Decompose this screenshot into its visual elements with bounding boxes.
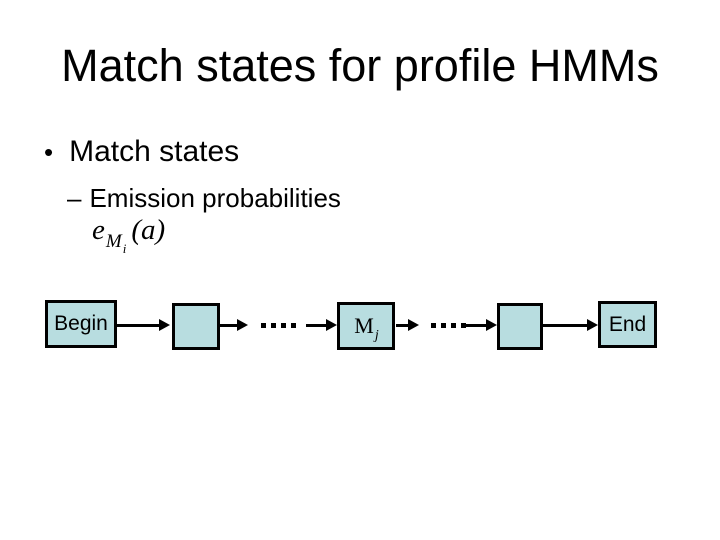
dot bbox=[291, 323, 296, 328]
arrow-state1-to-ellipsis bbox=[220, 319, 248, 331]
dot bbox=[431, 323, 436, 328]
arrow-ellipsis-to-state2 bbox=[466, 319, 497, 331]
ellipsis-dots bbox=[431, 323, 466, 328]
dot bbox=[261, 323, 266, 328]
dot bbox=[281, 323, 286, 328]
bullet-text: Match states bbox=[69, 135, 240, 168]
dash-marker: – bbox=[67, 183, 82, 213]
formula-subsubscript: i bbox=[122, 241, 127, 256]
ellipsis-dots bbox=[261, 323, 296, 328]
match-state-box-1 bbox=[172, 303, 220, 350]
page-title: Match states for profile HMMs bbox=[61, 40, 659, 91]
formula-base: e bbox=[92, 214, 105, 246]
end-label: End bbox=[608, 312, 647, 336]
bullet-marker: • bbox=[44, 137, 54, 167]
dot bbox=[451, 323, 456, 328]
arrow-state2-to-end bbox=[543, 319, 598, 331]
mj-label-main: M bbox=[354, 313, 374, 338]
dot bbox=[461, 323, 466, 328]
bullet-match-states: • Match states bbox=[44, 135, 239, 169]
formula-subscript: M bbox=[105, 231, 122, 252]
begin-state-box: Begin bbox=[45, 300, 117, 348]
end-state-box: End bbox=[598, 301, 657, 348]
arrow-ellipsis-to-mj bbox=[306, 319, 337, 331]
arrow-mj-to-ellipsis bbox=[396, 319, 419, 331]
dot bbox=[441, 323, 446, 328]
mj-label: Mj bbox=[354, 313, 378, 343]
bullet-text: Emission probabilities bbox=[89, 183, 341, 213]
match-state-box-2 bbox=[497, 303, 543, 350]
mj-label-subscript: j bbox=[374, 328, 379, 343]
begin-label: Begin bbox=[54, 312, 108, 335]
match-state-j-box: Mj bbox=[337, 302, 395, 350]
bullet-emission-probabilities: – Emission probabilities bbox=[67, 183, 341, 214]
arrow-begin-to-state1 bbox=[117, 319, 170, 331]
dot bbox=[271, 323, 276, 328]
formula-argument: (a) bbox=[131, 214, 166, 246]
emission-probability-formula: eMi (a) bbox=[92, 213, 166, 256]
